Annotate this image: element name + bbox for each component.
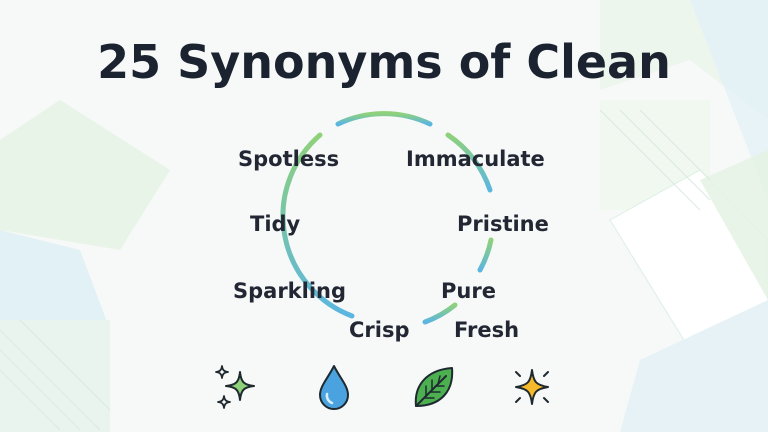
word-pure: Pure bbox=[441, 279, 496, 303]
word-immaculate: Immaculate bbox=[406, 147, 545, 171]
water-drop-icon bbox=[319, 365, 349, 410]
word-spotless: Spotless bbox=[238, 147, 340, 171]
word-crisp: Crisp bbox=[349, 318, 410, 342]
sparkles-icon bbox=[215, 365, 255, 409]
star-icon bbox=[515, 369, 549, 405]
word-sparkling: Sparkling bbox=[233, 279, 347, 303]
word-fresh: Fresh bbox=[454, 318, 520, 342]
leaf-icon bbox=[414, 367, 454, 407]
word-pristine: Pristine bbox=[457, 212, 549, 236]
word-tidy: Tidy bbox=[250, 212, 301, 236]
page-title: 25 Synonyms of Clean bbox=[97, 35, 671, 89]
